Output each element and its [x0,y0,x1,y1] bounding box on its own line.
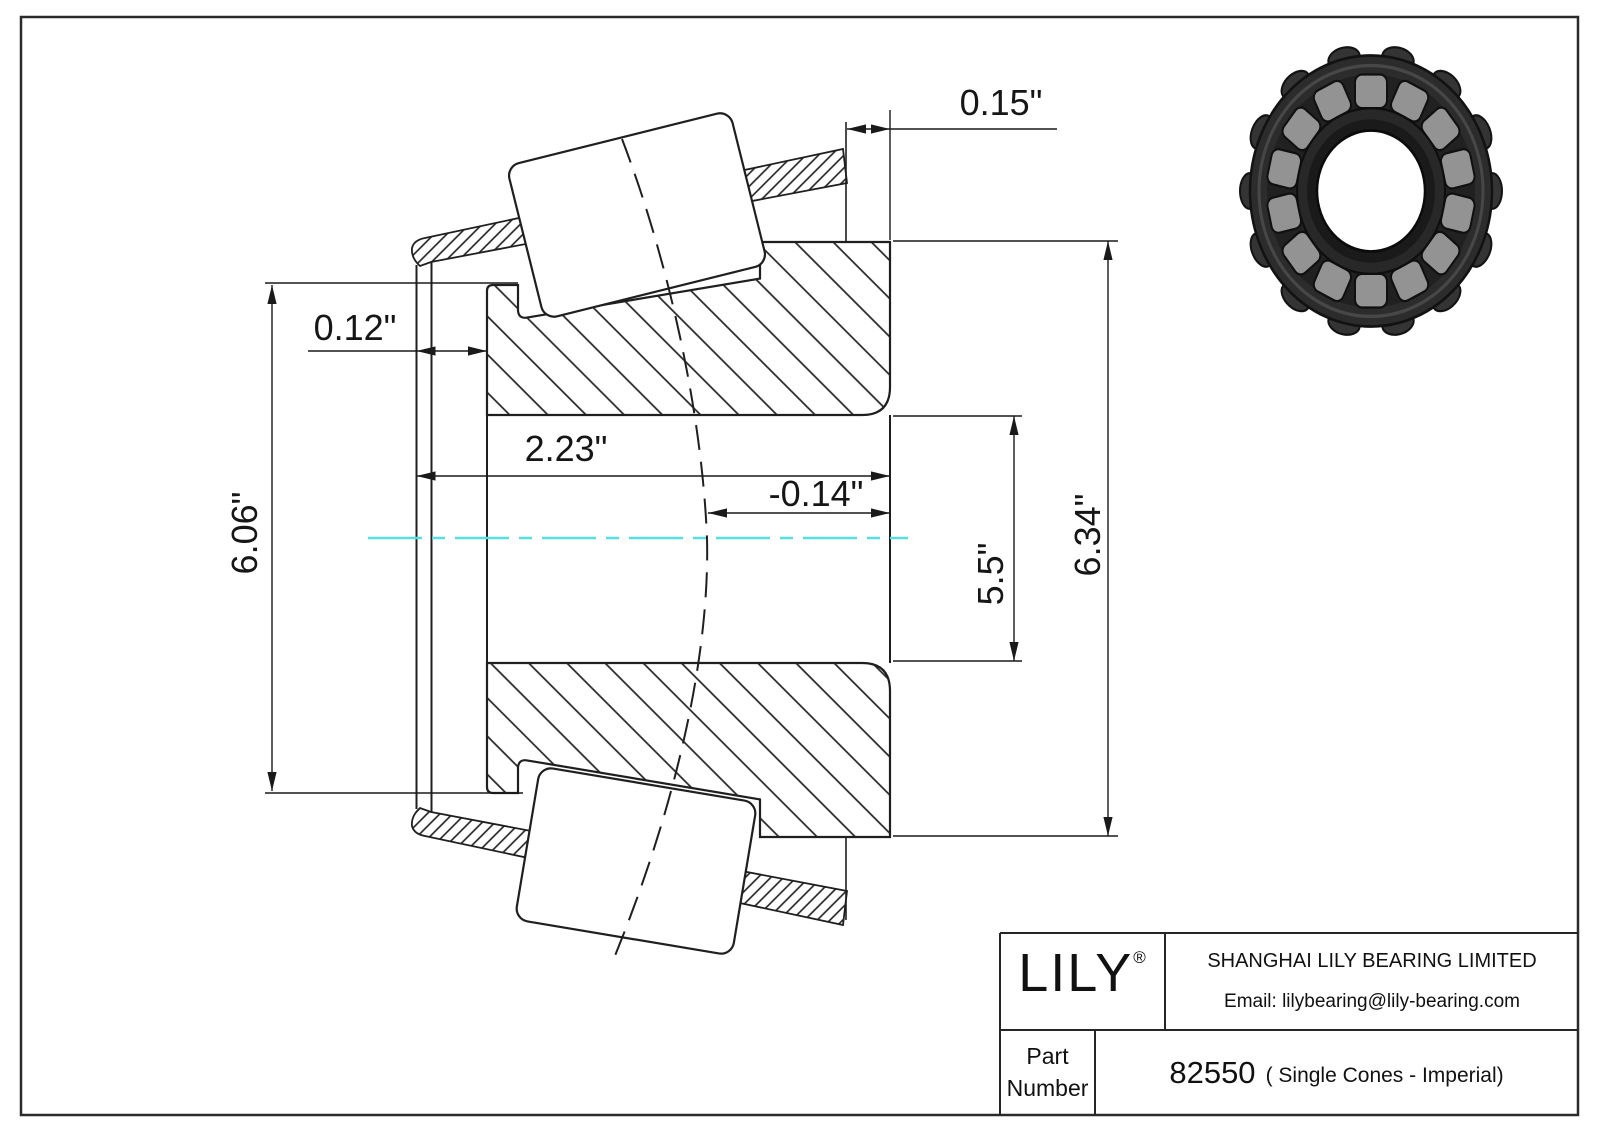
dim-label-bore-5-5: 5.5" [970,542,1011,606]
dim-label-cone-2-23: 2.23" [524,428,608,469]
part-number-label: Part Number [1006,1043,1089,1102]
dimension-lines [265,110,1118,837]
lily-logo: LILY® [1018,943,1146,1003]
dim-label-offset-0-14: -0.14" [768,473,864,514]
dim-label-flange-0-12: 0.12" [313,307,397,348]
cone-section [485,240,892,839]
dim-label-flange-od-6-06: 6.06" [224,491,265,575]
part-number-cell: 82550 ( Single Cones - Imperial) [1095,1030,1578,1115]
top-roller [507,112,767,318]
dim-label-width-0-15: 0.15" [959,82,1043,123]
dim-label-od-6-34: 6.34" [1067,493,1108,577]
bottom-roller [515,767,757,955]
part-number-value: 82550 [1169,1054,1256,1090]
bearing-photo [1239,46,1503,336]
page-border [19,15,1580,1117]
company-name: SHANGHAI LILY BEARING LIMITED [1207,950,1537,972]
roller-pitch-centerline [611,138,709,964]
registered-mark: ® [1133,948,1146,967]
title-block-borders [999,932,1578,1115]
company-email: Email: lilybearing@lily-bearing.com [1224,991,1520,1012]
rollers [507,112,767,955]
part-series: ( Single Cones - Imperial) [1265,1063,1504,1087]
